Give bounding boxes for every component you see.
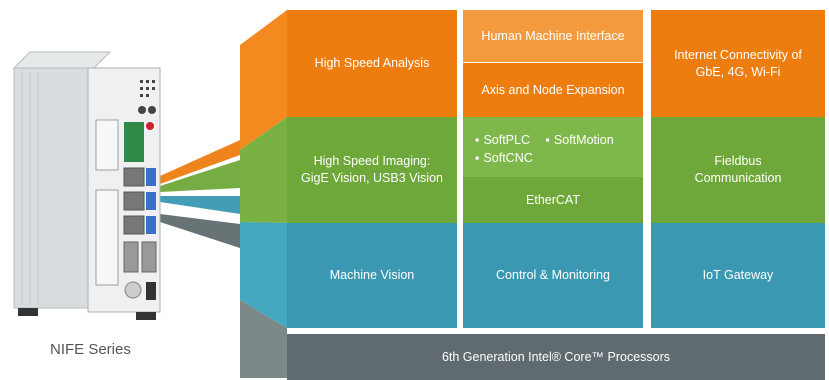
green-wedge [240,117,287,223]
cell-label: Internet Connectivity of GbE, 4G, Wi-Fi [674,47,802,79]
ray-teal [160,196,240,214]
cell-label: High Speed Imaging: GigE Vision, USB3 Vi… [301,154,443,185]
cell-label: High Speed Analysis [314,56,430,70]
base-label: 6th Generation Intel® Core™ Processors [441,349,671,364]
orange-wedge [240,10,287,150]
column-divider [643,10,651,328]
cell-soft-functions: ▪SoftPLC ▪SoftMotion ▪SoftCNC [463,117,643,177]
cell-ethercat: EtherCAT [463,177,643,223]
soft-function-list: ▪SoftPLC ▪SoftMotion ▪SoftCNC [475,131,614,167]
cell-high-speed-imaging: High Speed Imaging: GigE Vision, USB3 Vi… [287,117,457,223]
cell-internet-connectivity: Internet Connectivity of GbE, 4G, Wi-Fi [651,10,825,117]
cell-human-machine-interface: Human Machine Interface [463,10,643,62]
cell-label: Control & Monitoring [496,268,610,282]
cell-fieldbus: Fieldbus Communication [651,117,825,223]
gray-wedge [240,300,287,378]
processor-base-bar: 6th Generation Intel® Core™ Processors [287,334,825,380]
cell-iot-gateway: IoT Gateway [651,223,825,328]
cell-label: Axis and Node Expansion [481,82,625,97]
cell-control-monitoring: Control & Monitoring [463,223,643,328]
device-caption: NIFE Series [50,341,131,358]
list-item: SoftPLC [483,133,530,147]
cell-machine-vision: Machine Vision [287,223,457,328]
ray-gray [160,214,240,248]
cell-label: IoT Gateway [702,268,774,282]
ray-orange [160,140,240,184]
cell-high-speed-analysis: High Speed Analysis [287,10,457,117]
list-item: SoftMotion [553,133,614,147]
ray-green [160,160,240,192]
cell-label: Fieldbus Communication [694,154,782,185]
row-divider [463,62,643,63]
cell-label: Machine Vision [329,268,415,282]
bullet-icon: ▪ [475,133,480,147]
bullet-icon: ▪ [475,151,480,165]
cell-label: EtherCAT [526,192,580,207]
list-item: SoftCNC [483,151,533,165]
bullet-icon: ▪ [545,133,550,147]
column-divider [457,10,463,328]
cell-label: Human Machine Interface [481,28,625,43]
teal-wedge [240,222,287,328]
cell-axis-node-expansion: Axis and Node Expansion [463,63,643,117]
nife-device-image [12,51,161,320]
